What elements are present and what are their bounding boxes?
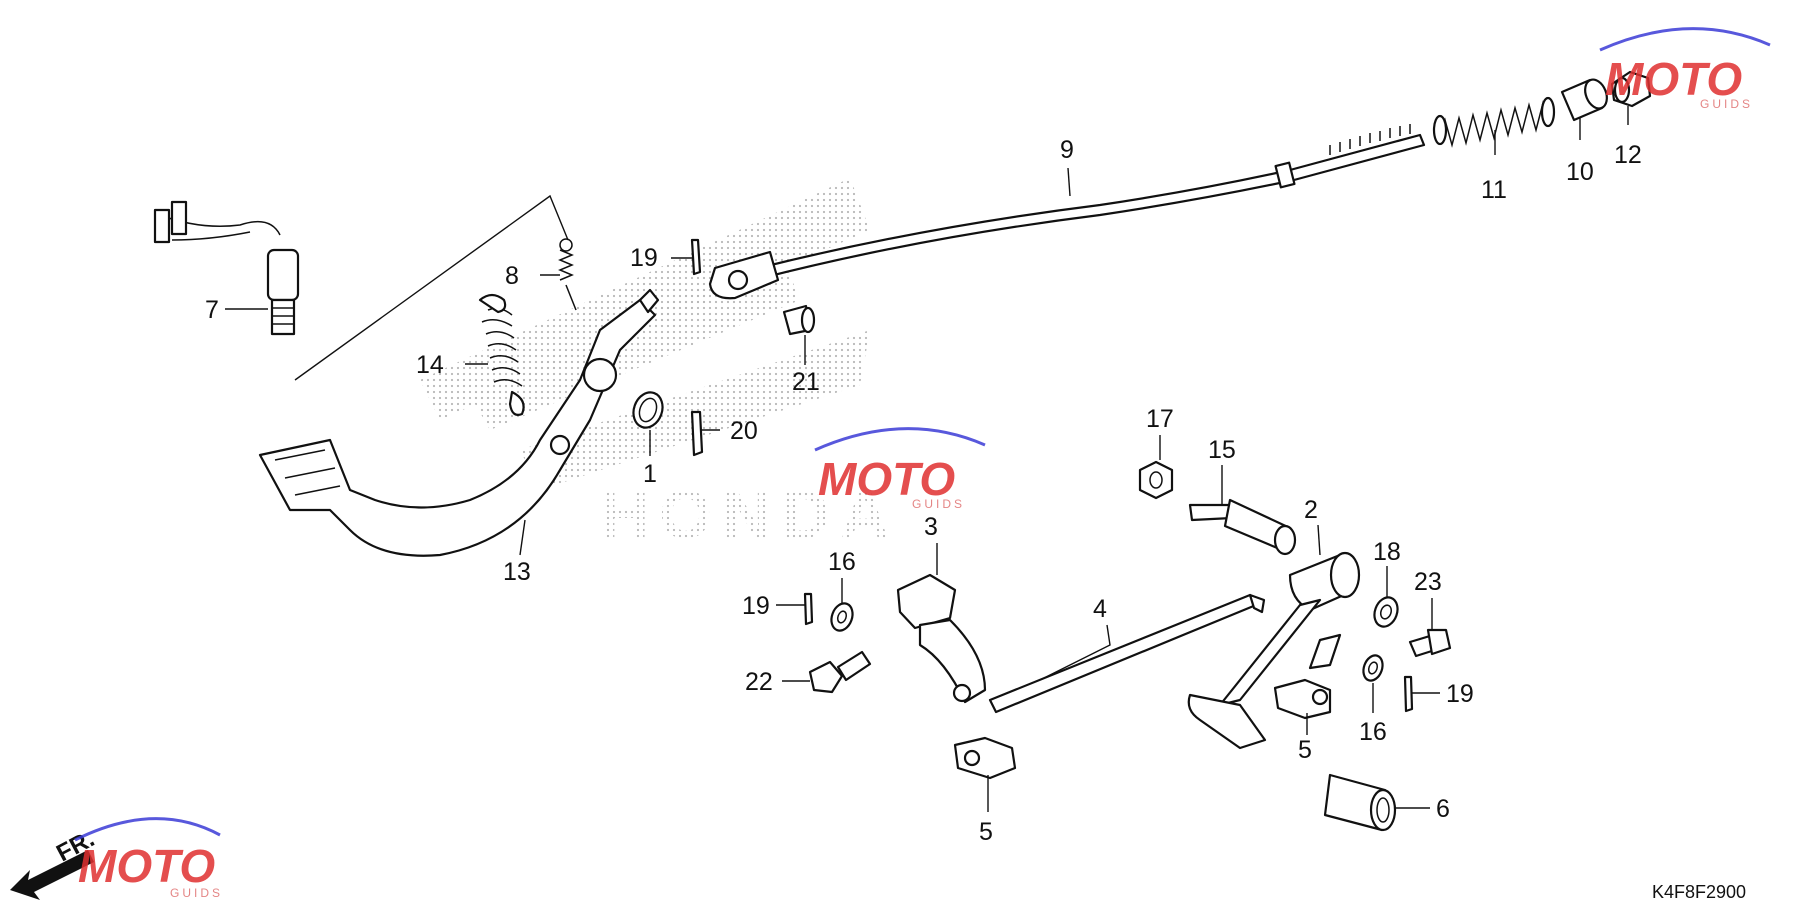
leader-lines	[225, 106, 1629, 812]
watermark-center: MOTO GUIDS	[814, 427, 986, 511]
front-arrow-icon	[10, 850, 94, 900]
part-14-return-spring[interactable]	[478, 293, 525, 416]
callout-5-right: 5	[1298, 736, 1312, 764]
callout-17: 17	[1146, 405, 1174, 433]
part-21-clevis-pin[interactable]	[782, 304, 816, 336]
part-13-brake-pedal[interactable]	[258, 288, 660, 557]
callout-19-top: 19	[630, 244, 658, 272]
part-2-pedal-arm[interactable]	[1187, 551, 1361, 750]
callout-12: 12	[1614, 141, 1642, 169]
part-9-brake-rod[interactable]	[708, 124, 1426, 300]
watermark-top-right: MOTO GUIDS	[1599, 27, 1771, 111]
part-8-spring[interactable]	[558, 238, 577, 311]
callout-9: 9	[1060, 136, 1074, 164]
watermark-brand: MOTO	[1605, 53, 1742, 105]
callout-4: 4	[1093, 595, 1107, 623]
callout-21: 21	[792, 368, 820, 396]
part-11-spring[interactable]	[1432, 96, 1556, 148]
part-7-stop-switch[interactable]	[153, 200, 300, 336]
part-19-pin-right[interactable]	[1403, 675, 1414, 713]
callout-16-right: 16	[1359, 718, 1387, 746]
part-18-washer[interactable]	[1371, 594, 1402, 630]
honda-logo-text: HONDA	[600, 477, 899, 553]
part-3-link-arm[interactable]	[896, 573, 987, 704]
part-12-nut[interactable]	[1610, 70, 1652, 108]
part-19-pin-top[interactable]	[690, 238, 702, 276]
callout-2: 2	[1304, 496, 1318, 524]
callout-16-left: 16	[828, 548, 856, 576]
callout-10: 10	[1566, 158, 1594, 186]
part-5-joint-left[interactable]	[953, 736, 1017, 780]
part-15-pivot-bolt[interactable]	[1188, 498, 1297, 556]
part-16-washer-right[interactable]	[1360, 653, 1386, 684]
callout-6: 6	[1436, 795, 1450, 823]
part-5-joint-right[interactable]	[1273, 678, 1332, 720]
callout-numbers: 7 8 14 13 9 11 10 12 19 1 20 21 17 15 2 …	[205, 136, 1642, 846]
callout-19-right: 19	[1446, 680, 1474, 708]
callout-7: 7	[205, 296, 219, 324]
callout-19-left: 19	[742, 592, 770, 620]
callout-11: 11	[1481, 176, 1507, 204]
callout-1: 1	[643, 460, 657, 488]
callout-5-left: 5	[979, 818, 993, 846]
callout-20: 20	[730, 417, 758, 445]
part-16-washer-left[interactable]	[828, 600, 856, 633]
part-23-bolt[interactable]	[1408, 628, 1452, 658]
watermark-sub: GUIDS	[1700, 97, 1753, 111]
part-10-joint[interactable]	[1560, 76, 1611, 122]
part-4-rod[interactable]	[988, 593, 1266, 714]
part-17-nut[interactable]	[1138, 460, 1174, 500]
callout-22: 22	[745, 668, 773, 696]
callout-13: 13	[503, 558, 531, 586]
callout-8: 8	[505, 262, 519, 290]
watermark-sub: GUIDS	[170, 886, 223, 900]
callout-14: 14	[416, 351, 444, 379]
watermark-bottom-left: MOTO GUIDS	[74, 817, 223, 900]
watermark-brand: MOTO	[78, 840, 215, 892]
watermark-brand: MOTO	[818, 453, 955, 505]
part-20-pin[interactable]	[690, 410, 704, 457]
callout-18: 18	[1373, 538, 1401, 566]
callout-15: 15	[1208, 436, 1236, 464]
part-6-rubber[interactable]	[1323, 773, 1397, 832]
part-1-o-ring[interactable]	[629, 388, 668, 431]
watermark-sub: GUIDS	[912, 497, 965, 511]
callout-23: 23	[1414, 568, 1442, 596]
callout-3: 3	[924, 513, 938, 541]
diagram-code: K4F8F2900	[1652, 882, 1746, 902]
part-19-pin-left[interactable]	[803, 592, 814, 626]
part-22-bolt[interactable]	[808, 650, 872, 694]
